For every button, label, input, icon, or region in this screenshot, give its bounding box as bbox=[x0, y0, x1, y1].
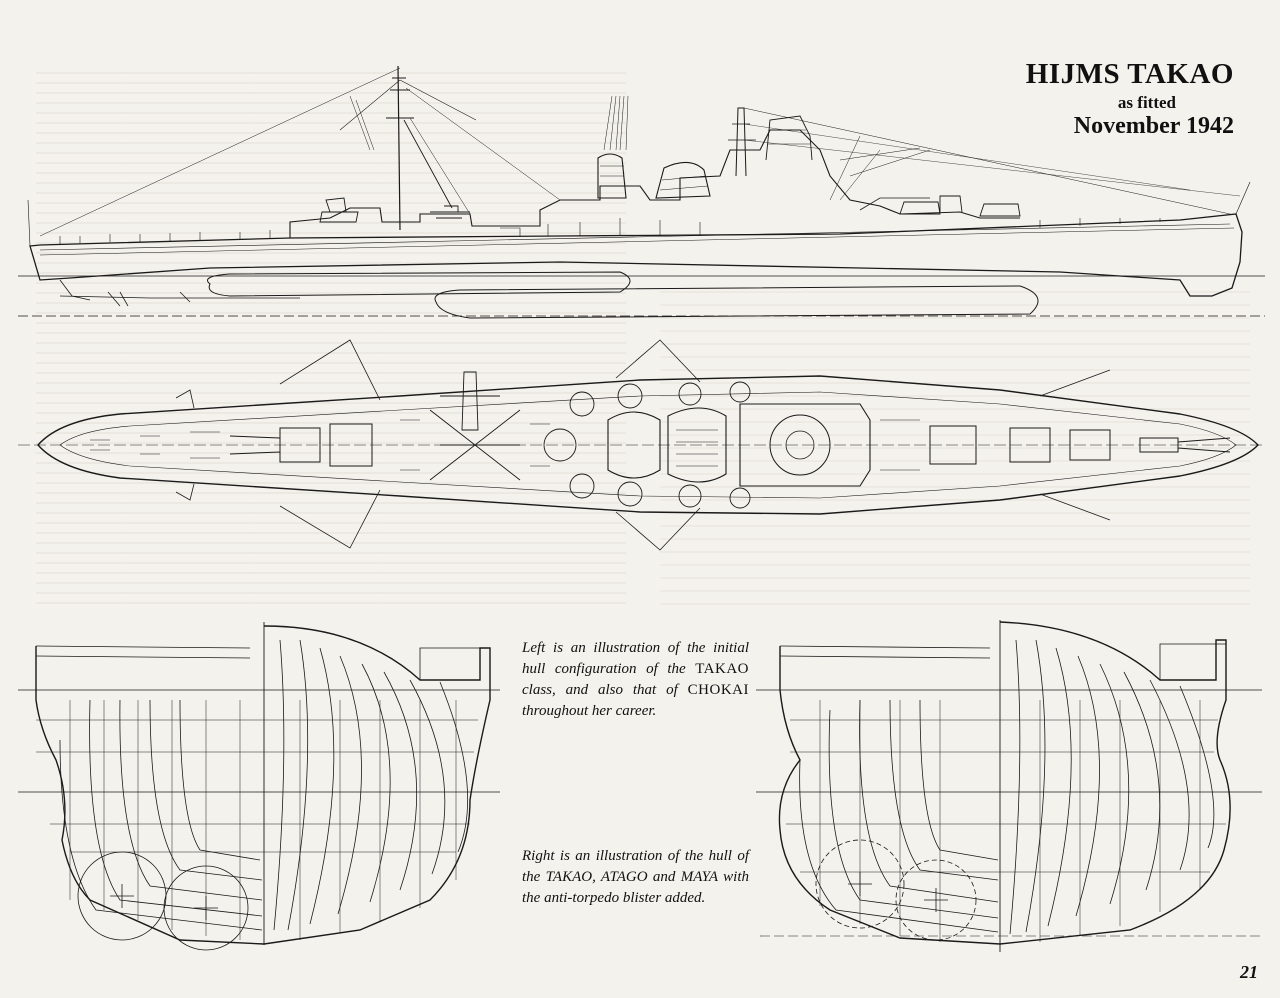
caption-left-text-3: throughout her career. bbox=[522, 703, 657, 719]
page-title: HIJMS TAKAO bbox=[1025, 58, 1234, 90]
bleed-through-text bbox=[36, 64, 626, 604]
title-block: HIJMS TAKAO as fitted November 1942 bbox=[1026, 58, 1234, 140]
caption-right-hull: Right is an illustration of the hull of … bbox=[522, 846, 749, 909]
caption-left-text-2: class, and also that of bbox=[522, 682, 688, 698]
ship-side-profile-drawing bbox=[18, 65, 1265, 319]
page-subtitle: as fitted bbox=[1117, 93, 1176, 112]
caption-left-hull: Left is an illustration of the initial h… bbox=[522, 638, 749, 722]
caption-left-ship-1: TAKAO bbox=[695, 661, 749, 677]
hull-section-blister-drawing bbox=[756, 620, 1262, 952]
caption-right-text: Right is an illustration of the hull of … bbox=[522, 848, 749, 906]
page-date: November 1942 bbox=[1073, 113, 1234, 139]
caption-left-text-1: Left is an illustration of the initial h… bbox=[522, 640, 749, 677]
hull-section-original-drawing bbox=[18, 622, 500, 951]
caption-left-ship-2: CHOKAI bbox=[687, 682, 749, 698]
page-number: 21 bbox=[1240, 962, 1258, 982]
ship-deck-plan-drawing bbox=[18, 339, 1265, 551]
